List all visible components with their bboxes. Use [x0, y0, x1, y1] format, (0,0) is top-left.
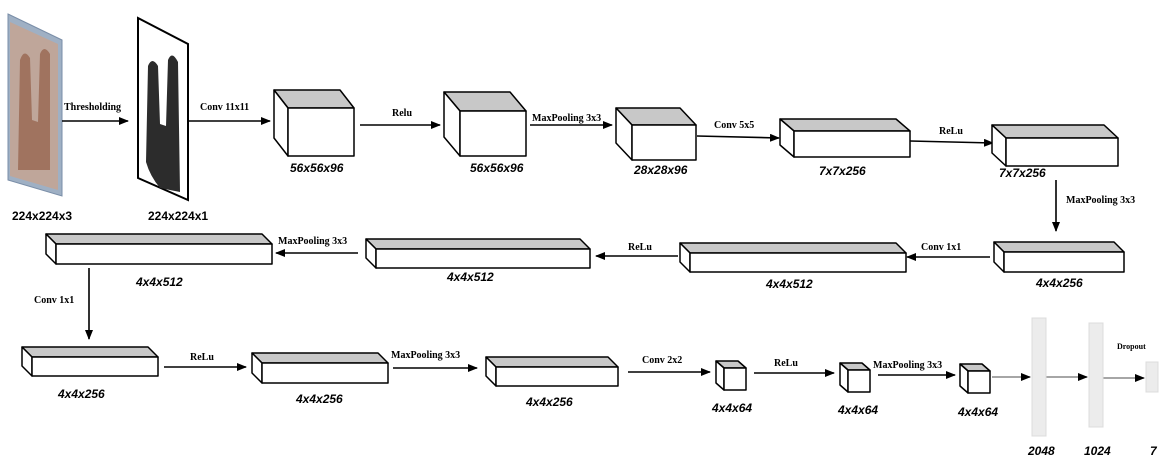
- block-4x4x256-a: [994, 242, 1124, 272]
- dims-b15: 4x4x64: [957, 405, 998, 419]
- label-relu5: ReLu: [774, 358, 798, 369]
- fc-bar-1024: [1089, 323, 1103, 427]
- label-relu1: Relu: [392, 108, 412, 119]
- block-56x56x96-b: [444, 92, 526, 156]
- block-4x4x256-c: [252, 353, 388, 383]
- block-4x4x512-b: [366, 239, 590, 268]
- input-dims: 224x224x3: [12, 209, 72, 223]
- dims-b3: 28x28x96: [633, 163, 688, 177]
- block-4x4x512-a: [680, 243, 906, 272]
- label-conv5: Conv 5x5: [714, 120, 754, 131]
- label-conv1a: Conv 1x1: [921, 242, 961, 253]
- fc-label-1024: 1024: [1084, 444, 1111, 458]
- label-relu3: ReLu: [628, 242, 652, 253]
- fc-bar-2048: [1032, 318, 1046, 436]
- label-maxpool1: MaxPooling 3x3: [532, 113, 601, 124]
- dims-b4: 7x7x256: [819, 164, 866, 178]
- block-4x4x256-b: [22, 347, 158, 376]
- dims-b1: 56x56x96: [290, 161, 344, 175]
- dims-b12: 4x4x256: [525, 395, 573, 409]
- label-relu2: ReLu: [939, 126, 963, 137]
- block-4x4x64-a: [716, 361, 746, 390]
- dims-b6: 4x4x256: [1035, 276, 1083, 290]
- fc-bar-7: [1146, 362, 1158, 392]
- block-4x4x64-b: [840, 363, 870, 392]
- arrow-conv5: [697, 136, 779, 138]
- label-conv1b: Conv 1x1: [34, 295, 74, 306]
- block-4x4x512-c: [46, 234, 272, 264]
- label-conv11: Conv 11x11: [200, 102, 249, 113]
- input-image: [8, 14, 62, 196]
- dims-b10: 4x4x256: [57, 387, 105, 401]
- block-28x28x96: [616, 108, 696, 160]
- label-maxpool4: MaxPooling 3x3: [391, 350, 460, 361]
- label-maxpool3: MaxPooling 3x3: [278, 236, 347, 247]
- dims-b5: 7x7x256: [999, 166, 1046, 180]
- dims-b14: 4x4x64: [837, 403, 878, 417]
- label-thresholding: Thresholding: [64, 102, 121, 113]
- label-conv2: Conv 2x2: [642, 355, 682, 366]
- block-7x7x256-a: [780, 119, 910, 157]
- dims-b11: 4x4x256: [295, 392, 343, 406]
- label-maxpool5: MaxPooling 3x3: [873, 360, 942, 371]
- block-56x56x96-a: [274, 90, 354, 156]
- dims-b13: 4x4x64: [711, 401, 752, 415]
- fc-label-7: 7: [1150, 444, 1158, 458]
- thresholded-image: [138, 18, 188, 200]
- arrow-relu2: [910, 141, 993, 143]
- label-dropout: Dropout: [1117, 342, 1146, 351]
- block-4x4x256-d: [486, 357, 618, 386]
- dims-b7: 4x4x512: [765, 277, 813, 291]
- block-4x4x64-c: [960, 364, 990, 393]
- fc-label-2048: 2048: [1027, 444, 1055, 458]
- label-maxpool2: MaxPooling 3x3: [1066, 195, 1135, 206]
- block-7x7x256-b: [992, 125, 1118, 166]
- thresholded-dims: 224x224x1: [148, 209, 208, 223]
- label-relu4: ReLu: [190, 352, 214, 363]
- dims-b8: 4x4x512: [446, 270, 494, 284]
- dims-b9: 4x4x512: [135, 275, 183, 289]
- dims-b2: 56x56x96: [470, 161, 524, 175]
